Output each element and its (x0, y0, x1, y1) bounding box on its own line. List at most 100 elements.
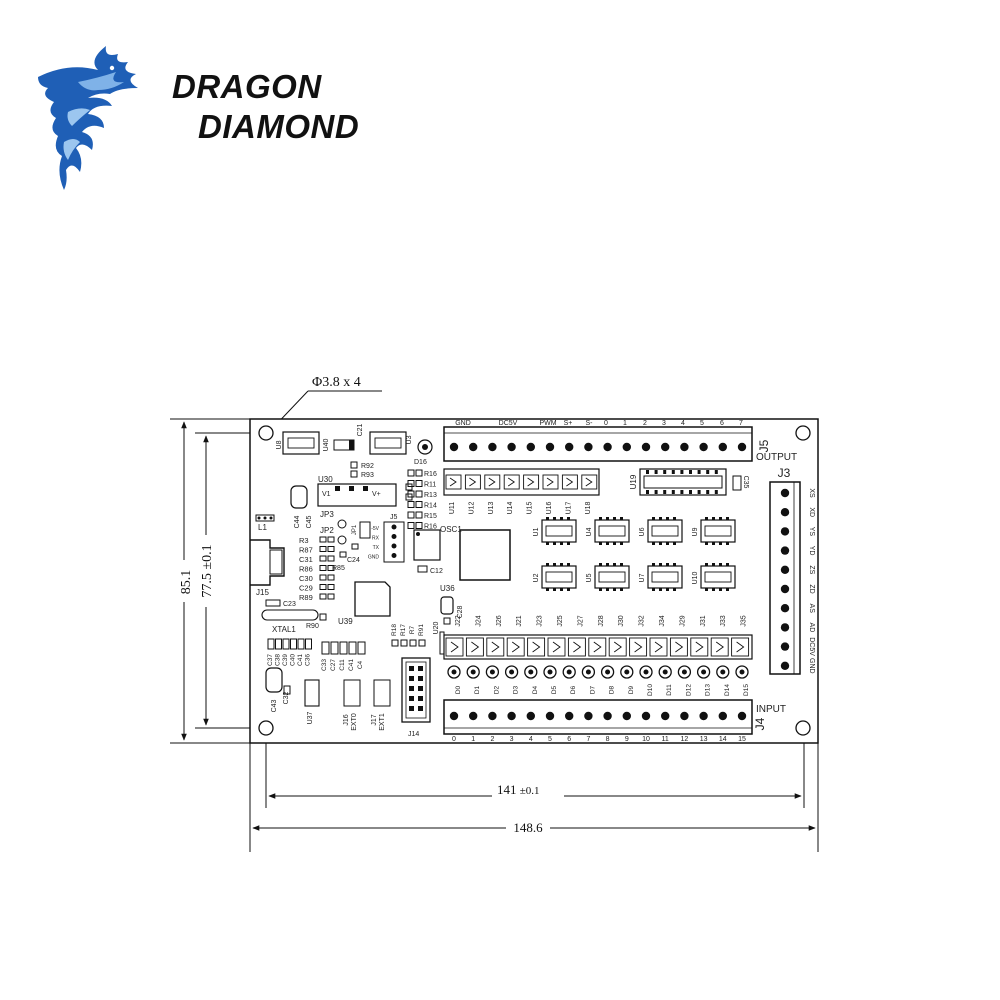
cap-pad (357, 641, 366, 655)
opto-cell (484, 474, 501, 490)
side-pin (780, 546, 790, 555)
chip-pin (697, 470, 701, 474)
side-pin-label: XD (808, 507, 815, 517)
cap-label: C37 (267, 654, 274, 666)
u36-label: U36 (440, 584, 455, 593)
chip-pin (673, 517, 676, 520)
side-pin-label: GND (808, 658, 815, 674)
led-center (643, 669, 649, 675)
resistor-pad (407, 490, 415, 498)
chip-pin (553, 588, 556, 591)
chip-pin (726, 563, 729, 566)
board-outline (249, 418, 819, 744)
led-center (470, 669, 476, 675)
u30-label: U30 (318, 475, 333, 484)
led-label: D12 (685, 684, 692, 696)
square-ic: U39 (338, 581, 391, 626)
j5b-label: J5 (390, 514, 398, 521)
j-cell (527, 637, 546, 657)
j-cell (669, 637, 688, 657)
input-pin-label: 8 (606, 736, 610, 743)
input-pin-label: 11 (662, 736, 669, 743)
chip-pin (666, 563, 669, 566)
opto-cell (503, 474, 520, 490)
resistor-pad (409, 639, 417, 647)
resistor-label: R15 (424, 513, 437, 520)
chip-pin (620, 542, 623, 545)
chip-pin (553, 517, 556, 520)
u39-label: U39 (338, 617, 353, 626)
mounting-holes (258, 425, 811, 736)
resistor-label: R7 (409, 625, 416, 634)
output-pin-label: DC5V (499, 420, 518, 427)
cap-c35-label: C35 (742, 476, 749, 489)
input-pin (545, 711, 555, 721)
chip-pin (620, 517, 623, 520)
chip-pin (673, 588, 676, 591)
chip-pin (659, 588, 662, 591)
j-row-label: J25 (557, 615, 564, 626)
resistor-pad (415, 511, 423, 519)
input-pin (469, 711, 478, 721)
chip-pin (705, 542, 708, 545)
output-pin-label: S+ (564, 420, 573, 427)
j-row-label: J26 (496, 615, 503, 626)
chip-pin (560, 563, 563, 566)
resistor-pad (391, 639, 399, 647)
chip-pin (646, 470, 649, 474)
chip-pin (706, 490, 710, 494)
chip-pin (714, 470, 718, 474)
resistor-pad (415, 480, 423, 487)
r90-label: R90 (306, 623, 319, 630)
input-pin (680, 711, 689, 721)
chip-pin (697, 490, 701, 494)
j-cell (486, 637, 505, 657)
output-label: OUTPUT (756, 452, 797, 463)
input-pin-label: 9 (625, 736, 629, 743)
v1-label: V1 (322, 491, 331, 498)
led-label: D10 (647, 684, 654, 696)
side-pin (780, 623, 790, 632)
cap-pad (305, 638, 312, 650)
chip-pin (606, 563, 609, 566)
j-row-label: J24 (475, 615, 482, 626)
left-label: C31 (299, 555, 313, 564)
u37-label: U37 (307, 711, 314, 724)
chip-pin (654, 490, 658, 494)
output-pin (565, 442, 574, 452)
led (639, 665, 653, 679)
c28-label: C28 (457, 605, 464, 618)
dip-chip (594, 565, 630, 589)
j17-label: J17 (371, 714, 378, 725)
output-pin (584, 442, 593, 452)
chip-pin (719, 588, 722, 591)
left-pad (319, 593, 327, 600)
chip-pin (719, 517, 722, 520)
chip-pin (673, 542, 676, 545)
cap-label: C11 (339, 659, 346, 671)
j-row-label: J33 (720, 615, 727, 626)
chip-pin (599, 542, 602, 545)
chip-pin (659, 517, 662, 520)
top-left-components: U8 U40 C21 U3 D16 R92 R93 (276, 423, 433, 479)
input-pin-label: 5 (548, 736, 552, 743)
opto-cell (561, 474, 578, 490)
u40-label: U40 (323, 438, 330, 451)
chip-u19: U19 C35 (629, 468, 749, 496)
chip-pin (567, 517, 570, 520)
cap-pad (275, 638, 282, 650)
j-row-label: J28 (598, 615, 605, 626)
j-cell-mark (715, 641, 724, 653)
opto-cell (542, 474, 559, 490)
jp2-label: JP2 (320, 526, 334, 535)
j-row-label: J22 (455, 615, 462, 626)
j-cell (445, 637, 464, 657)
j-cell (629, 637, 648, 657)
j-cell-mark (634, 641, 643, 653)
chip-pin (689, 490, 692, 494)
